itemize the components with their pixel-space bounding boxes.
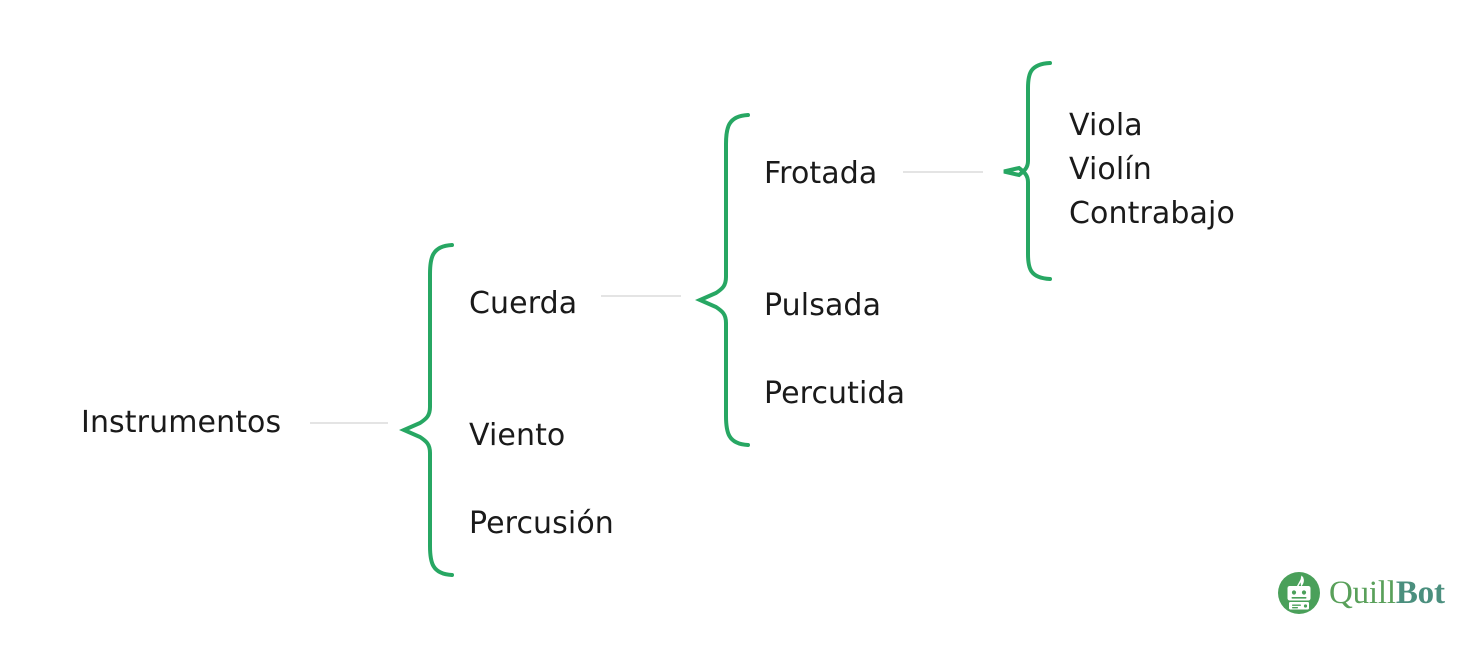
connector-cuerda-to-level2 <box>601 295 681 297</box>
brace-level1 <box>399 243 454 577</box>
connector-root-to-level1 <box>310 422 388 424</box>
node-frotada[interactable]: Frotada <box>764 156 878 191</box>
brace-level2 <box>695 113 750 447</box>
leaf-viola[interactable]: Viola <box>1069 108 1143 143</box>
quillbot-robot-icon <box>1278 572 1320 614</box>
node-instrumentos[interactable]: Instrumentos <box>81 405 282 440</box>
leaf-violin[interactable]: Violín <box>1069 152 1152 187</box>
node-pulsada[interactable]: Pulsada <box>764 288 882 323</box>
connector-frotada-to-level3 <box>903 171 983 173</box>
quillbot-watermark: QuillBot <box>1277 569 1462 617</box>
node-cuerda[interactable]: Cuerda <box>469 286 578 321</box>
node-percutida[interactable]: Percutida <box>764 376 906 411</box>
wordmark-bot: Bot <box>1395 574 1445 611</box>
quillbot-wordmark: QuillBot <box>1329 574 1445 611</box>
brace-level3 <box>1003 61 1052 281</box>
node-percusion[interactable]: Percusión <box>469 506 614 541</box>
wordmark-quill: Quill <box>1329 574 1396 611</box>
leaf-contrabajo[interactable]: Contrabajo <box>1069 196 1235 231</box>
node-viento[interactable]: Viento <box>469 418 566 453</box>
